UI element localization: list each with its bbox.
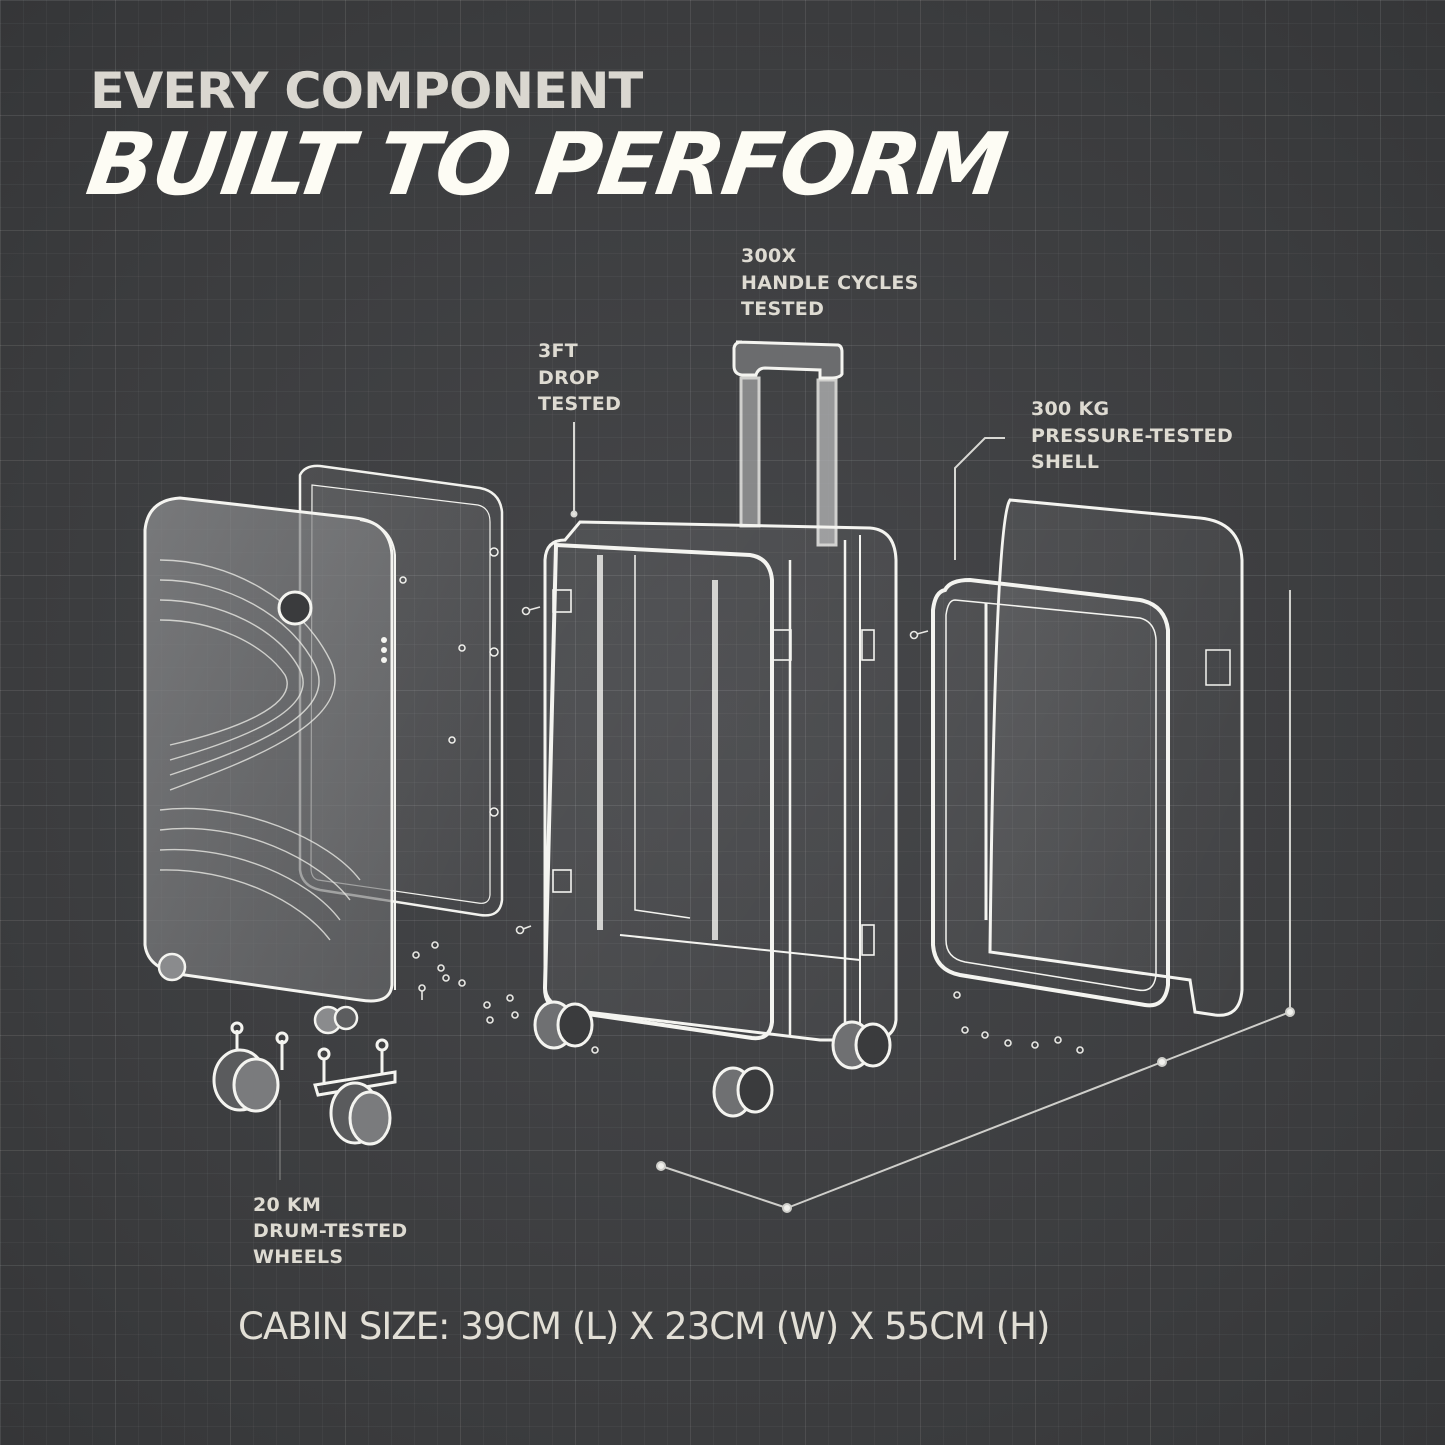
callout-drop-line-2: DROP	[538, 366, 600, 389]
loose-wheel-assemblies	[212, 1021, 397, 1146]
callout-drop-line-3: TESTED	[538, 393, 622, 415]
headline-eyebrow: EVERY COMPONENT	[90, 62, 643, 120]
leader-lines	[279, 422, 1005, 1180]
callout-pressure-shell: 300 KG PRESSURE-TESTED SHELL	[1031, 396, 1233, 476]
callout-wheels-line-2: DRUM-TESTED	[253, 1220, 408, 1242]
callout-shell-line-3: SHELL	[1031, 451, 1100, 473]
dimension-lines	[656, 590, 1295, 1213]
callout-wheels-line-3: WHEELS	[253, 1246, 344, 1268]
callout-drum-tested-wheels: 20 KM DRUM-TESTED WHEELS	[253, 1192, 407, 1270]
callout-drop-line-1: 3FT	[538, 340, 579, 362]
callout-wheels-line-1: 20 KM	[253, 1194, 322, 1216]
front-shell	[143, 496, 396, 1003]
main-spinner-wheels	[533, 1000, 892, 1118]
callout-drop-tested: 3FT DROP TESTED	[538, 338, 621, 418]
main-frame-body	[542, 520, 898, 1042]
side-shell-frame	[931, 498, 1244, 1017]
callout-handle-line-1: 300X	[741, 245, 797, 267]
screws-and-fasteners	[412, 606, 1084, 1054]
callout-shell-line-1: 300 KG	[1031, 398, 1110, 420]
callout-handle-cycles: 300X HANDLE CYCLES TESTED	[741, 243, 919, 323]
callout-shell-line-2: PRESSURE-TESTED	[1031, 424, 1234, 447]
front-shell-wheels	[157, 952, 359, 1035]
telescopic-handle	[732, 340, 844, 547]
callout-handle-line-3: TESTED	[741, 298, 825, 320]
cabin-size-dimensions: CABIN SIZE: 39CM (L) X 23CM (W) X 55CM (…	[238, 1305, 1050, 1348]
callout-handle-line-2: HANDLE CYCLES	[741, 271, 919, 294]
